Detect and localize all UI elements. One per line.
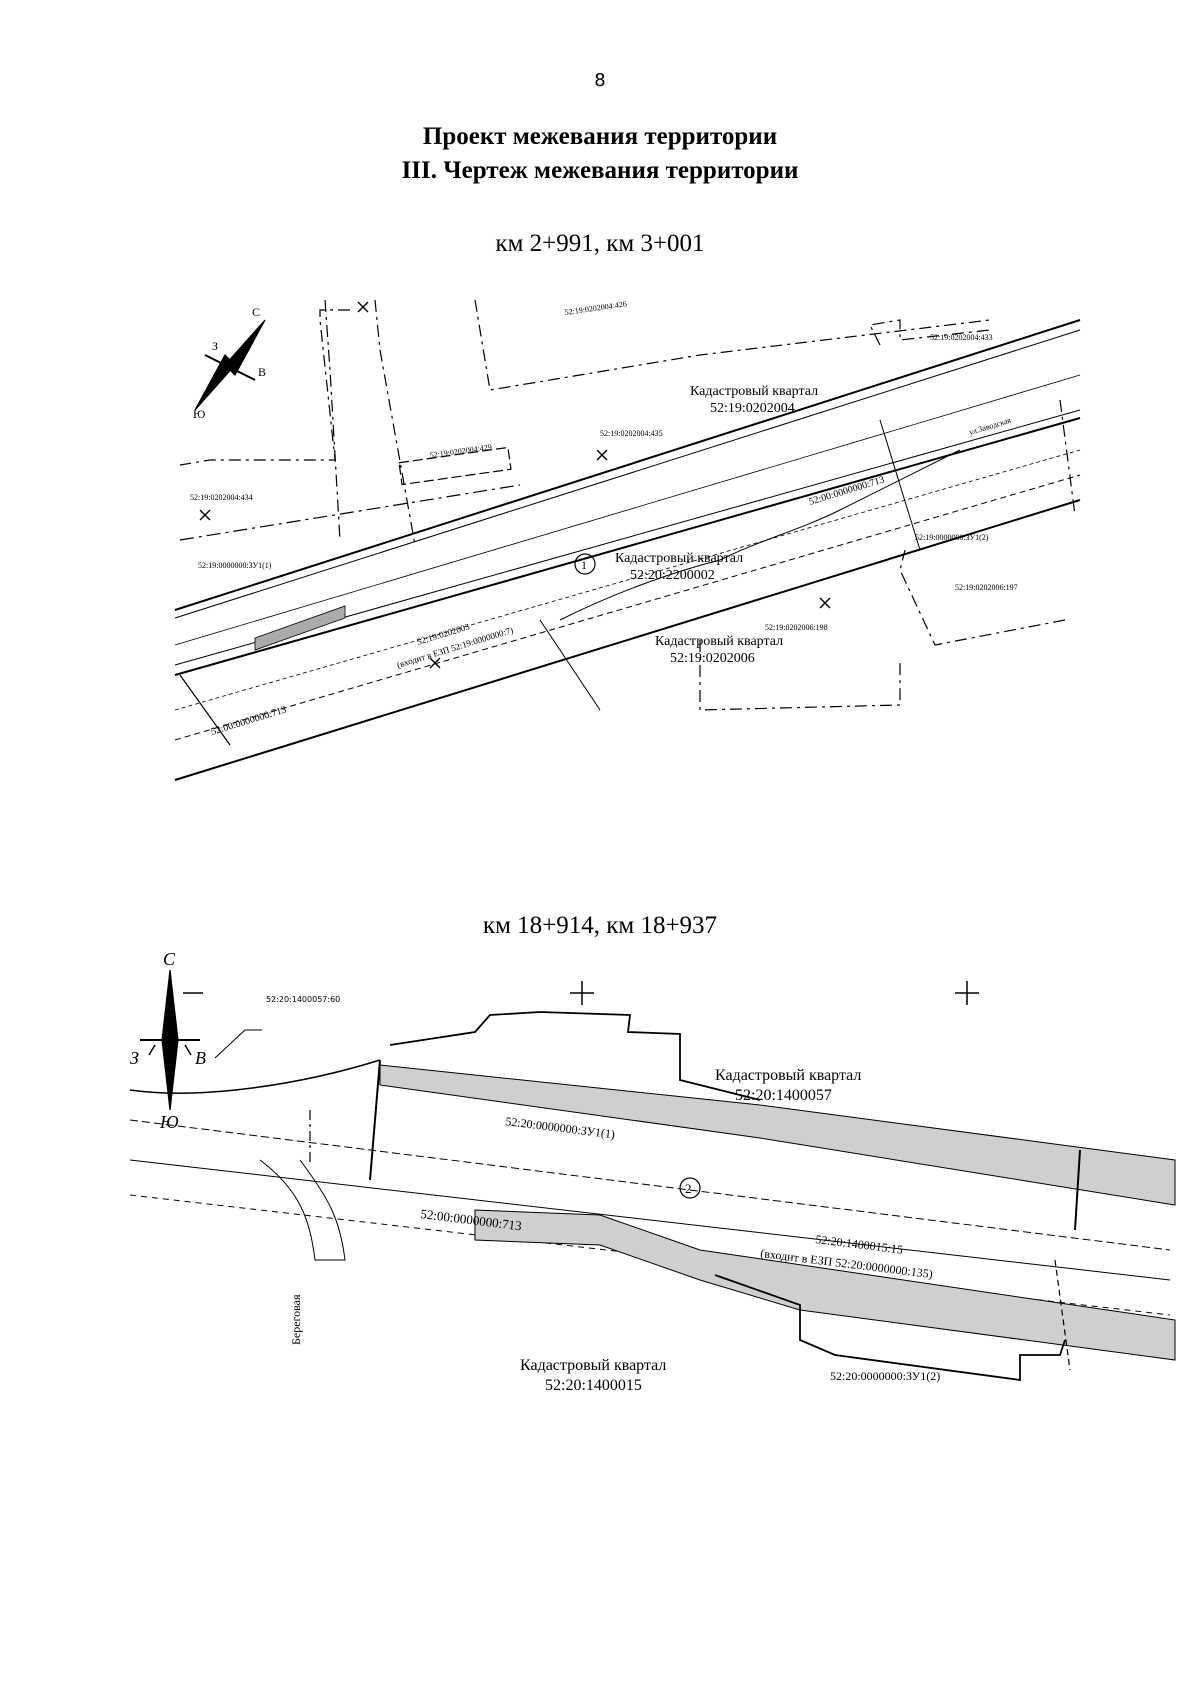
compass-rose-icon — [140, 969, 200, 1111]
road-713: 52:00:0000000:713 — [420, 1206, 523, 1233]
compass-w: З — [130, 1048, 139, 1068]
quarter-3-number: 52:19:0202006 — [670, 651, 755, 666]
parcel-434: 52:19:0202004:434 — [190, 493, 253, 502]
compass-e: В — [258, 365, 266, 379]
compass-s: Ю — [193, 407, 205, 421]
compass-n: С — [163, 949, 176, 969]
quarter-2-number: 52:20:2200002 — [630, 568, 715, 583]
compass-s: Ю — [159, 1112, 179, 1132]
compass-n: С — [252, 305, 260, 319]
section-label-km-2991: км 2+991, км 3+001 — [495, 230, 705, 257]
zu-label-2: 52:20:0000000:ЗУ1(2) — [830, 1369, 940, 1383]
street-label: Береговая — [289, 1294, 303, 1345]
survey-drawing-1: С Ю З В Кадастровый квартал 52:19:020200… — [174, 299, 1081, 781]
section-label-km-18914: км 18+914, км 18+937 — [482, 912, 718, 939]
page-number: 8 — [594, 70, 606, 91]
quarter-1-title: Кадастровый квартал — [715, 1067, 861, 1084]
parcel-197: 52:19:0202006:197 — [955, 583, 1018, 592]
callout-parcel: 52:20:1400057:60 — [266, 995, 340, 1004]
quarter-1-title: Кадастровый квартал — [690, 384, 818, 399]
quarter-2-title: Кадастровый квартал — [520, 1357, 666, 1374]
parcel-426: 52:19:0202004:426 — [564, 299, 627, 317]
compass-e: В — [195, 1048, 206, 1068]
quarter-1-number: 52:19:0202004 — [710, 401, 795, 416]
road-713-bottom: 52:00:0000000:713 — [210, 704, 288, 737]
street-label: ул.Заводская — [968, 416, 1012, 437]
parcel-15: 52:20:1400015:15 — [815, 1232, 904, 1257]
parcel-198: 52:19:0202006:198 — [765, 623, 828, 632]
parcel-433: 52:19:0202004:433 — [930, 333, 993, 342]
compass-rose-icon — [194, 319, 266, 411]
quarter-1-number: 52:20:1400057 — [735, 1087, 832, 1104]
zone-number-2: 2 — [685, 1181, 692, 1196]
title-line-2: III. Чертеж межевания территории — [401, 157, 799, 184]
zu-label-right: 52:19:0000000:ЗУ1(2) — [915, 533, 989, 542]
page-title: Проект межевания территории III. Чертеж … — [0, 120, 1200, 188]
zu-label-left: 52:19:0000000:ЗУ1(1) — [198, 561, 272, 570]
zone-number-1: 1 — [581, 558, 587, 572]
zu-label-1: 52:20:0000000:ЗУ1(1) — [505, 1114, 616, 1141]
parcel-429: 52:19:0202004:429 — [429, 442, 492, 460]
quarter-2-number: 52:20:1400015 — [545, 1377, 642, 1394]
title-line-1: Проект межевания территории — [422, 123, 778, 150]
compass-w: З — [212, 339, 218, 353]
parcel-435: 52:19:0202004:435 — [600, 429, 663, 438]
survey-drawing-2: С Ю З В 52:20:1400057:60 Кадастровый ква… — [129, 949, 1176, 1394]
quarter-3-title: Кадастровый квартал — [655, 634, 783, 649]
quarter-2-title: Кадастровый квартал — [615, 551, 743, 566]
